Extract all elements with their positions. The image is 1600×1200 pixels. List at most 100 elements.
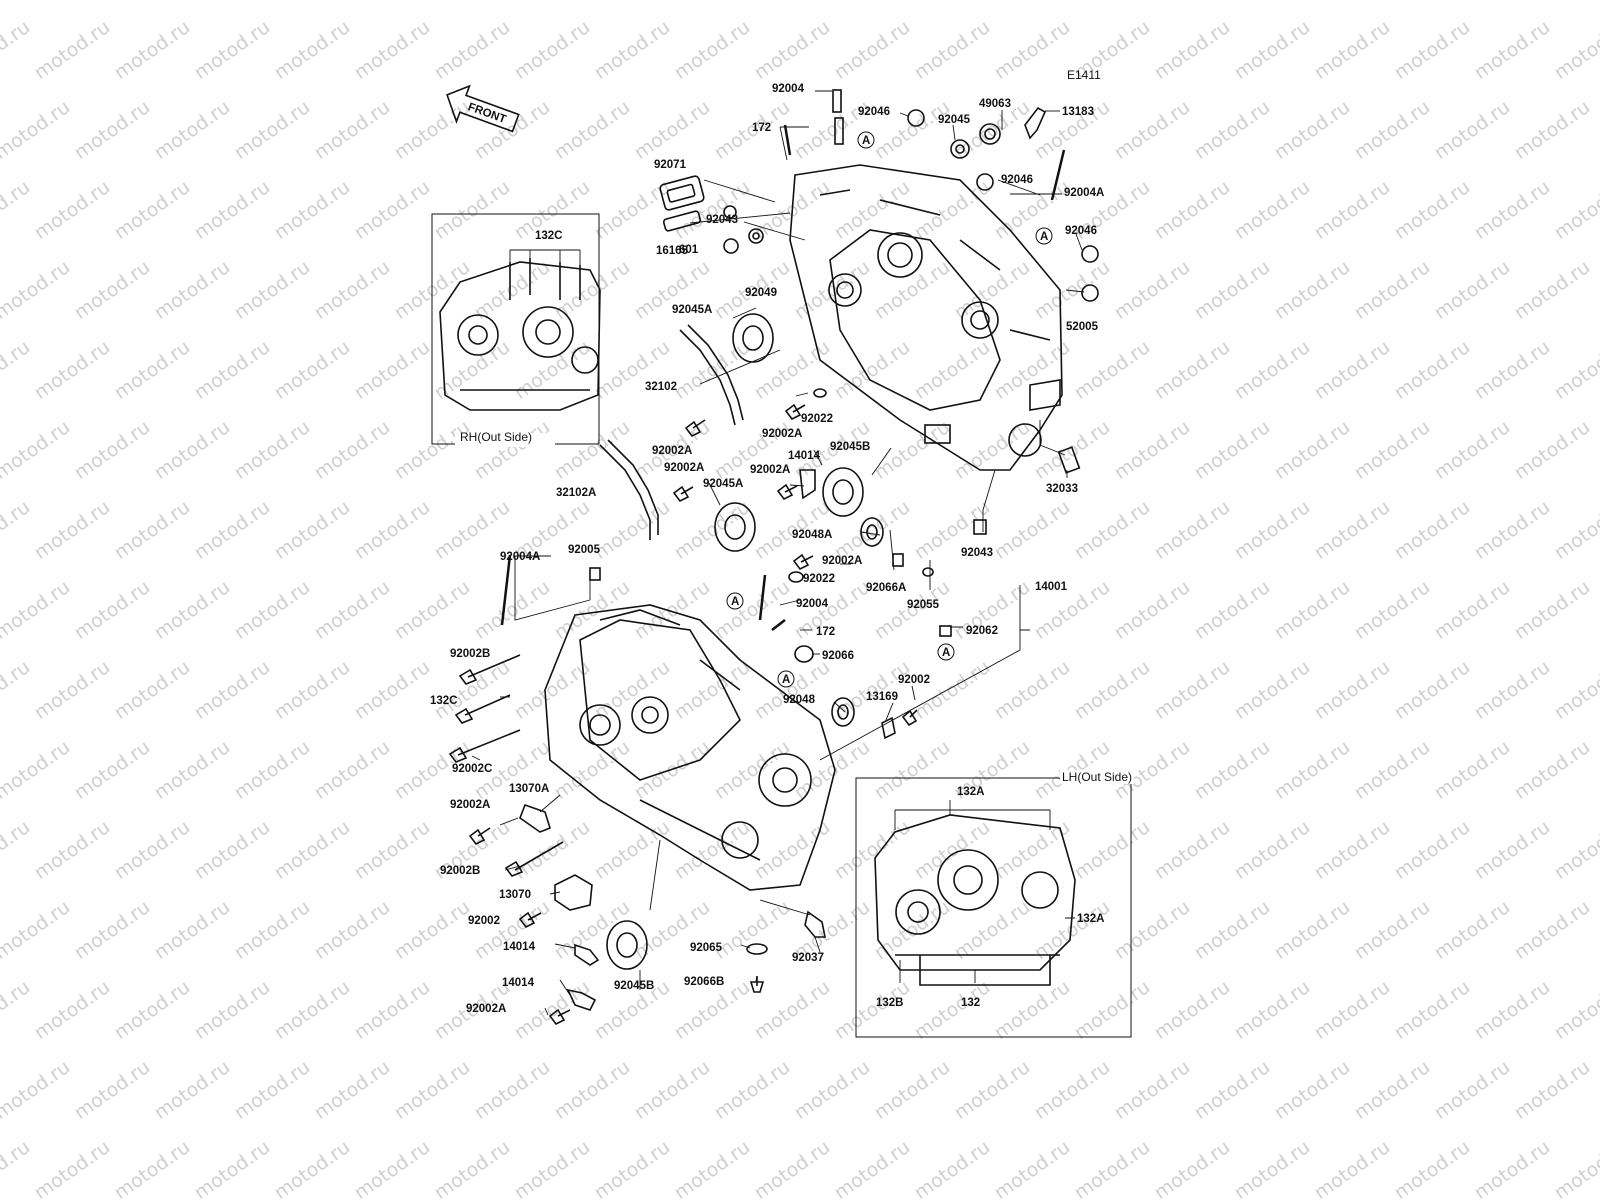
watermark-text: motod.ru [150,0,234,4]
label-92046-b: 92046 [1001,174,1033,186]
label-132A-side: 132A [1077,913,1105,925]
watermark-text: motod.ru [1190,0,1274,4]
rh-inset: RH(Out Side) [431,213,601,447]
watermark-text: motod.ru [1430,736,1514,804]
watermark-text: motod.ru [230,96,314,164]
watermark-text: motod.ru [30,496,114,564]
watermark-text: motod.ru [1150,656,1234,724]
watermark-text: motod.ru [1070,816,1154,884]
watermark-text: motod.ru [1070,1136,1154,1200]
watermark-text: motod.ru [1470,496,1554,564]
watermark-text: motod.ru [1390,336,1474,404]
watermark-text: motod.ru [1230,656,1314,724]
watermark-text: motod.ru [870,256,954,324]
label-92002-l: 92002 [468,915,500,927]
watermark-text: motod.ru [710,0,794,4]
watermark-text: motod.ru [470,576,554,644]
watermark-text: motod.ru [1350,256,1434,324]
watermark-text: motod.ru [1350,576,1434,644]
watermark-text: motod.ru [1310,16,1394,84]
watermark-text: motod.ru [630,1056,714,1124]
watermark-text: motod.ru [1510,576,1594,644]
watermark-text: motod.ru [230,896,314,964]
watermark-text: motod.ru [670,1136,754,1200]
watermark-text: motod.ru [30,1136,114,1200]
label-92004-top: 92004 [772,83,805,95]
watermark-text: motod.ru [1470,816,1554,884]
watermark-text: motod.ru [150,736,234,804]
watermark-text: motod.ru [1430,0,1514,4]
watermark-text: motod.ru [190,816,274,884]
watermark-text: motod.ru [630,96,714,164]
watermark-text: motod.ru [1230,1136,1314,1200]
watermark-text: motod.ru [70,896,154,964]
watermark-text: motod.ru [910,976,994,1044]
watermark-text: motod.ru [790,0,874,4]
watermark-text: motod.ru [830,176,914,244]
watermark-text: motod.ru [710,736,794,804]
watermark-text: motod.ru [1030,1056,1114,1124]
watermark-text: motod.ru [1390,16,1474,84]
watermark-text: motod.ru [1470,176,1554,244]
watermark-text: motod.ru [230,736,314,804]
watermark-text: motod.ru [1150,16,1234,84]
watermark-text: motod.ru [0,96,74,164]
watermark-text: motod.ru [390,896,474,964]
watermark-text: motod.ru [1230,176,1314,244]
watermark-text: motod.ru [1070,336,1154,404]
watermark-text: motod.ru [70,1056,154,1124]
label-92066A: 92066A [866,582,906,594]
label-92046-a: 92046 [858,106,890,118]
label-16165: 16165 [656,245,689,257]
dowel-92004-top [832,89,844,145]
label-13169: 13169 [866,691,898,703]
label-601: 601 [679,244,699,256]
watermark-text: motod.ru [110,16,194,84]
watermark-text: motod.ru [310,416,394,484]
svg-text:A: A [1040,231,1048,243]
label-92002A-2: 92002A [762,428,802,440]
watermark-text: motod.ru [0,16,34,84]
plate-16165 [662,210,702,232]
label-92048A: 92048A [792,529,832,541]
watermark-text: motod.ru [430,16,514,84]
watermark-text: motod.ru [350,976,434,1044]
watermark-text: motod.ru [1190,256,1274,324]
watermark-text: motod.ru [1310,176,1394,244]
watermark-text: motod.ru [590,16,674,84]
label-14014-top: 14014 [788,450,821,462]
bolt-group [448,403,918,1026]
watermark-text: motod.ru [550,96,634,164]
watermark-text: motod.ru [1230,496,1314,564]
watermark-text: motod.ru [510,656,594,724]
watermark-text: motod.ru [1270,256,1354,324]
watermark-text: motod.ru [1150,496,1234,564]
label-32102A: 32102A [556,487,596,499]
watermark-text: motod.ru [1350,96,1434,164]
label-92062: 92062 [966,625,998,637]
watermark-text: motod.ru [230,256,314,324]
watermark-text: motod.ru [1470,336,1554,404]
watermark-text: motod.ru [70,416,154,484]
watermark-text: motod.ru [590,336,674,404]
label-92071: 92071 [654,159,687,171]
label-13183: 13183 [1062,106,1094,118]
watermark-text: motod.ru [350,1136,434,1200]
watermark-text: motod.ru [870,0,954,4]
watermark-text: motod.ru [1390,816,1474,884]
watermark-text: motod.ru [110,656,194,724]
seal-92048 [831,697,855,727]
diagram-code: E1411 [1067,68,1101,82]
watermark-text: motod.ru [150,96,234,164]
label-92066: 92066 [822,650,854,662]
label-92043-mid: 92043 [961,547,993,559]
label-14014-b: 14014 [502,977,535,989]
label-92004A-l: 92004A [500,551,540,563]
watermark-text: motod.ru [550,1056,634,1124]
label-132B: 132B [876,997,904,1009]
watermark-text: motod.ru [790,1056,874,1124]
watermark-text: motod.ru [1310,656,1394,724]
label-132A-top: 132A [957,786,985,798]
watermark-text: motod.ru [1350,0,1434,4]
label-92002A-4: 92002A [750,464,790,476]
